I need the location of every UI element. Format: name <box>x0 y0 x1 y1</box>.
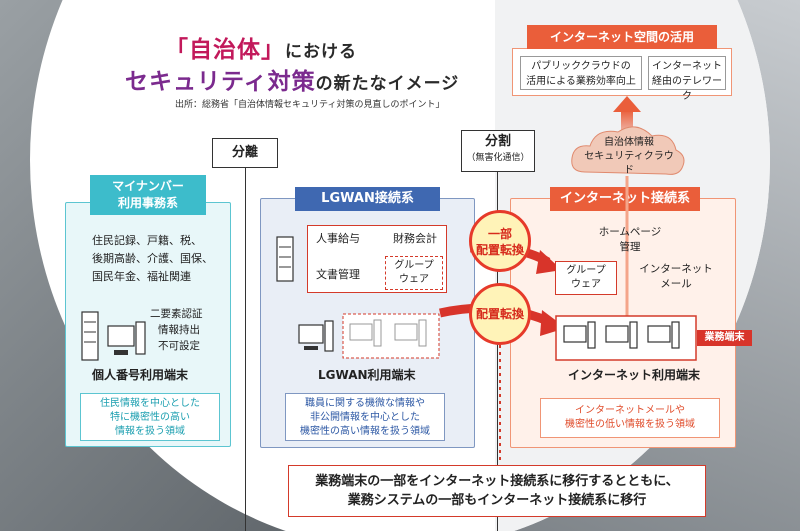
source-note: 出所：総務省「自治体情報セキュリティ対策の見直しのポイント」 <box>175 100 445 110</box>
lgwan-box-jinji: 人事給与 <box>316 232 360 245</box>
up-arrow-head <box>613 96 641 112</box>
internet-terminal-icons <box>563 321 680 349</box>
bunri-tag: 分離 <box>212 138 278 168</box>
mynumber-note: 住民情報を中心とした特に機密性の高い情報を扱う領域 <box>80 393 220 441</box>
title-accent-security: セキュリティ対策 <box>125 69 316 95</box>
mynumber-server-icon <box>81 311 99 361</box>
divider-line-left <box>245 140 246 531</box>
lgwan-moved-terminal-icons <box>349 319 427 347</box>
mynumber-terminal-icon <box>107 321 146 355</box>
internet-header: インターネット接続系 <box>550 187 700 211</box>
lgwan-server-icon <box>276 236 294 282</box>
cloud-icon <box>571 126 685 175</box>
gyomu-terminal-tag: 業務端末 <box>697 330 752 346</box>
internet-terminal-label: インターネット利用端末 <box>568 368 701 382</box>
lgwan-box-groupware: グループウェア <box>385 256 443 290</box>
lgwan-terminal-icon <box>298 320 334 352</box>
lgwan-box-bunsho: 文書管理 <box>316 268 360 281</box>
bottom-summary-box: 業務端末の一部をインターネット接続系に移行するとともに、業務システムの一部もイン… <box>288 465 706 517</box>
title-line1: 「自治体」における <box>165 37 357 63</box>
mynumber-terminal-label: 個人番号利用端末 <box>92 368 189 382</box>
lgwan-note: 職員に関する機微な情報や非公開情報を中心とした機密性の高い情報を扱う領域 <box>285 393 445 441</box>
title-line2: セキュリティ対策の新たなイメージ <box>125 69 460 95</box>
internet-space-header: インターネット空間の活用 <box>527 25 717 49</box>
bunkatsu-tag: 分割 （無害化通信） <box>461 130 535 172</box>
homepage-label: ホームページ管理 <box>598 226 662 253</box>
lgwan-box-zaimu: 財務会計 <box>393 232 437 245</box>
title-accent-jichitai: 自治体 <box>189 37 261 63</box>
telework-box: インターネット経由のテレワーク <box>648 56 726 102</box>
partial-relocate-bubble: 一部配置転換 <box>469 210 531 272</box>
lgwan-header: LGWAN接続系 <box>295 187 440 211</box>
relocate-bubble: 配置転換 <box>469 283 531 345</box>
internet-mail-label: インターネットメール <box>639 263 713 290</box>
mynumber-auth: 二要素認証 情報持出 不可設定 <box>150 308 203 352</box>
security-cloud-label: 自治体情報セキュリティクラウド <box>584 137 674 176</box>
lgwan-terminal-label: LGWAN利用端末 <box>318 368 416 382</box>
mynumber-header: マイナンバー利用事務系 <box>90 175 206 215</box>
public-cloud-box: パブリッククラウドの活用による業務効率向上 <box>520 56 642 90</box>
internet-note: インターネットメールや機密性の低い情報を扱う領域 <box>540 398 720 438</box>
mynumber-items: 住民記録、戸籍、税、 後期高齢、介護、国保、 国民年金、福祉関連 <box>92 234 213 283</box>
internet-groupware-box: グループウェア <box>555 261 617 295</box>
